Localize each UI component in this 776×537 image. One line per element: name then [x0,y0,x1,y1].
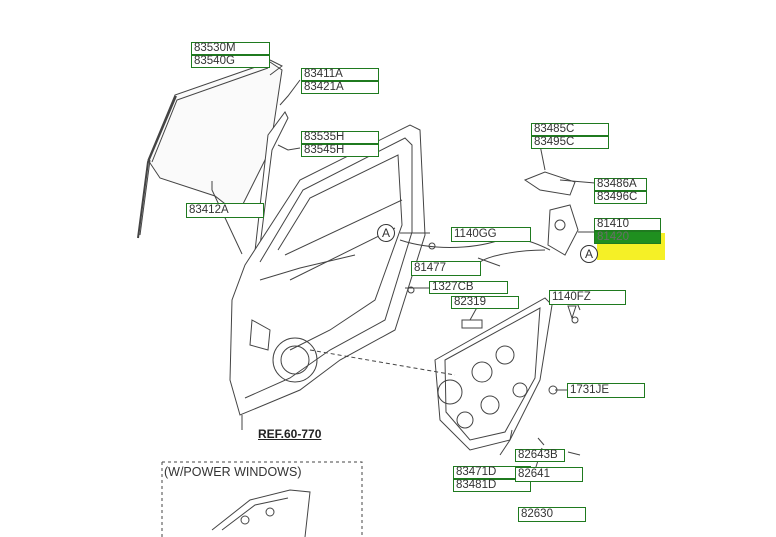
part-label-83496c[interactable]: 83496C [594,191,647,204]
part-label-83421a[interactable]: 83421A [301,81,379,94]
part-label-83535h[interactable]: 83535H [301,131,379,144]
part-label-83495c[interactable]: 83495C [531,136,609,149]
part-label-83545h[interactable]: 83545H [301,144,379,157]
part-label-1140fz[interactable]: 1140FZ [549,290,626,305]
power-windows-note: (W/POWER WINDOWS) [164,465,302,479]
part-label-81420[interactable]: 81420 [594,231,661,244]
part-label-81410[interactable]: 81410 [594,218,661,231]
part-label-1140gg[interactable]: 1140GG [451,227,531,242]
part-label-83486a[interactable]: 83486A [594,178,647,191]
part-label-83412a[interactable]: 83412A [186,203,264,218]
part-label-83411a[interactable]: 83411A [301,68,379,81]
marker-a-latch: A [580,245,598,263]
part-label-83485c[interactable]: 83485C [531,123,609,136]
part-label-82643b[interactable]: 82643B [515,449,565,462]
marker-a-door: A [377,224,395,242]
reference-link[interactable]: REF.60-770 [258,427,322,441]
part-label-82319[interactable]: 82319 [451,296,519,309]
part-label-83530m[interactable]: 83530M [191,42,270,55]
part-label-82641[interactable]: 82641 [515,467,583,482]
part-label-1731je[interactable]: 1731JE [567,383,645,398]
part-label-82630[interactable]: 82630 [518,507,586,522]
part-label-83540g[interactable]: 83540G [191,55,270,68]
part-label-81477[interactable]: 81477 [411,261,481,276]
part-label-83471d[interactable]: 83471D [453,466,531,479]
part-label-83481d[interactable]: 83481D [453,479,531,492]
part-label-1327cb[interactable]: 1327CB [429,281,508,294]
